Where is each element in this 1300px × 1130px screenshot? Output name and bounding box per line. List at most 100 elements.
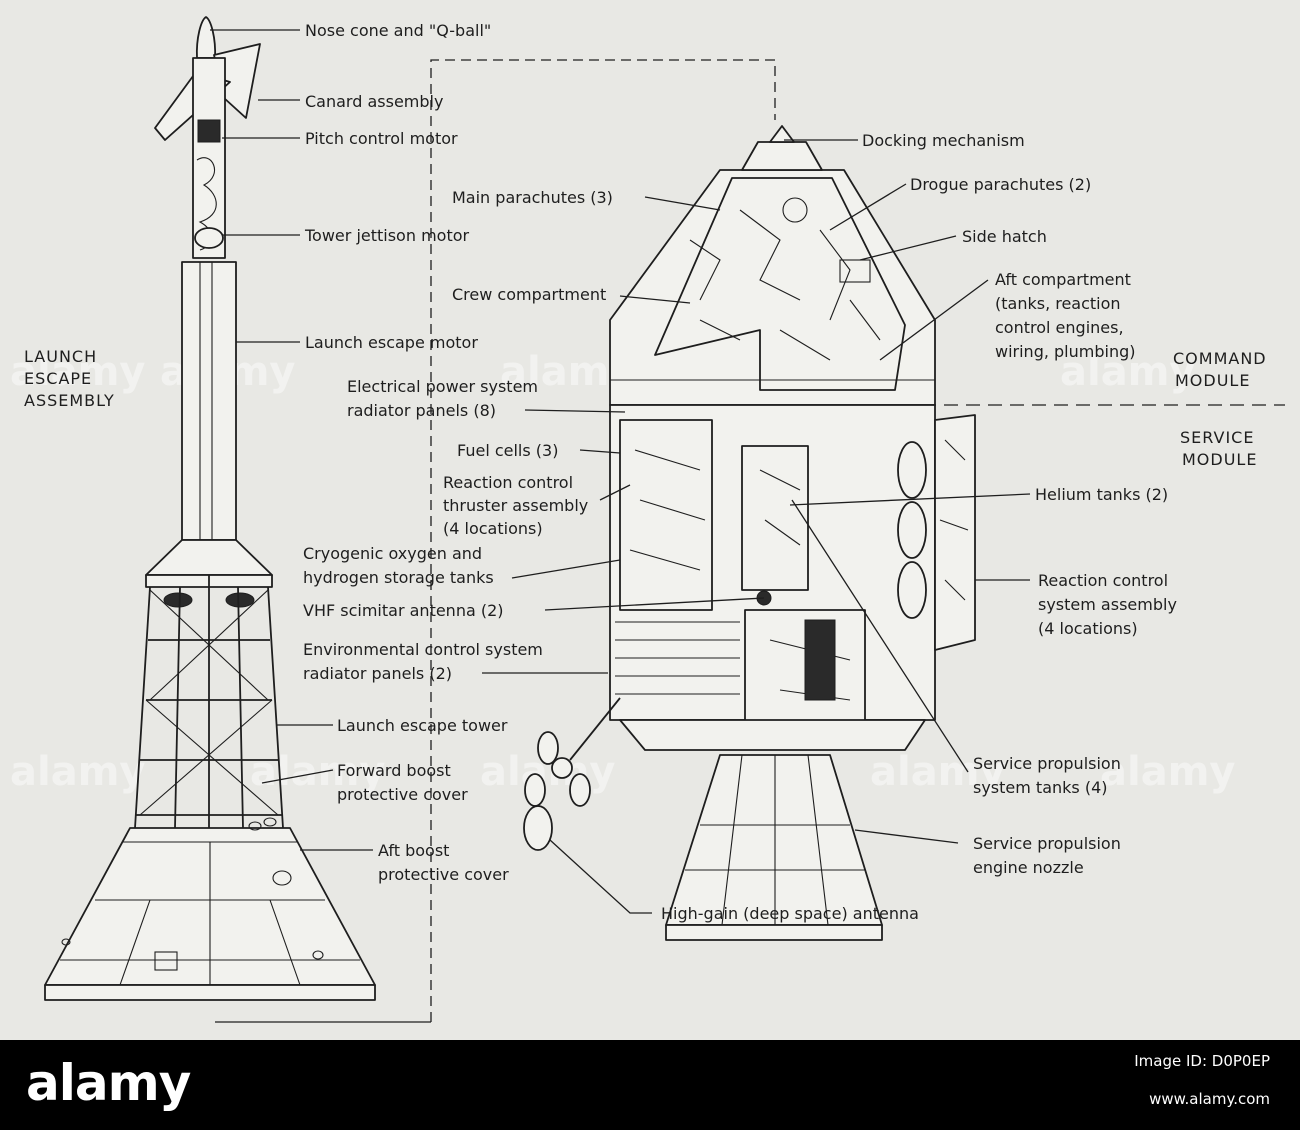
- label-escape-motor: Launch escape motor: [305, 333, 478, 352]
- cover-port: [61, 938, 71, 946]
- apollo-spacecraft-diagram: alamy alamy alamy alamy alamy alamy alam…: [10, 16, 1285, 1023]
- brand-logo[interactable]: alamy: [26, 1054, 191, 1112]
- label-aft-compartment-2: (tanks, reaction: [995, 294, 1121, 313]
- leader-lines: [210, 29, 1031, 914]
- watermark: alamy: [1060, 349, 1195, 395]
- watermark: alamy: [10, 349, 145, 395]
- label-ecs-2: radiator panels (2): [303, 664, 452, 683]
- label-sps-tanks-1: Service propulsion: [973, 754, 1121, 773]
- label-rcs-thruster-2: thruster assembly: [443, 496, 588, 515]
- label-sps-nozzle-2: engine nozzle: [973, 858, 1084, 877]
- label-fuel-cells: Fuel cells (3): [457, 441, 558, 460]
- label-escape-tower: Launch escape tower: [337, 716, 508, 735]
- nozzle-right: [225, 592, 255, 608]
- label-aft-cover-1: Aft boost: [378, 841, 449, 860]
- image-id-text: Image ID: D0P0EP: [1134, 1052, 1270, 1070]
- label-rcs-thruster-1: Reaction control: [443, 473, 573, 492]
- sps-engine-nozzle: [665, 754, 883, 926]
- label-aft-compartment-3: control engines,: [995, 318, 1124, 337]
- stock-footer-bar: alamy Image ID: D0P0EP www.alamy.com: [0, 1040, 1300, 1130]
- label-cryo-1: Cryogenic oxygen and: [303, 544, 482, 563]
- callout-labels: Nose cone and "Q-ball" Canard assembly P…: [303, 21, 1177, 923]
- crew-compartment-cutaway: [654, 177, 906, 391]
- cover-port: [312, 950, 324, 960]
- rcs-tank: [897, 501, 927, 559]
- docking-ring: [741, 141, 823, 171]
- leader-cryo: [511, 559, 621, 579]
- leader-vhf: [544, 597, 765, 611]
- leader-helium: [789, 493, 1031, 506]
- diagram-panel: alamy alamy alamy alamy alamy alamy alam…: [0, 0, 1300, 1040]
- leader-main-chutes: [644, 196, 721, 211]
- leader-rcs-thruster: [599, 484, 631, 501]
- section-sm-line-1: SERVICE: [1180, 428, 1254, 447]
- leader-eps: [524, 409, 626, 413]
- ecs-radiator-lines: [615, 621, 740, 695]
- label-eps-1: Electrical power system: [347, 377, 538, 396]
- label-main-chutes: Main parachutes (3): [452, 188, 613, 207]
- cover-port: [272, 870, 292, 886]
- antenna-dish: [569, 773, 591, 807]
- watermark: alamy: [1100, 749, 1235, 795]
- section-cm-line-1: COMMAND: [1173, 349, 1267, 368]
- antenna-dish: [523, 805, 553, 851]
- rcs-detail: [939, 439, 969, 601]
- leader-aft-compartment: [879, 279, 989, 361]
- watermark: alamy: [250, 749, 385, 795]
- section-headings: LAUNCH ESCAPE ASSEMBLY COMMAND MODULE SE…: [24, 347, 1267, 469]
- rcs-tank: [897, 561, 927, 619]
- cover-hatch: [154, 951, 178, 971]
- leader-drogue-chutes: [829, 183, 907, 231]
- sm-interior-detail: [629, 449, 851, 701]
- site-url-link[interactable]: www.alamy.com: [1149, 1090, 1270, 1108]
- jettison-motor: [194, 227, 224, 249]
- tube-flare: [145, 539, 273, 576]
- rcs-tank: [897, 441, 927, 499]
- antenna-boom: [569, 697, 621, 761]
- leader-sps-nozzle: [854, 829, 959, 844]
- pitch-motor-body: [197, 119, 221, 143]
- section-cm-line-2: MODULE: [1175, 371, 1250, 390]
- antenna-hub: [551, 757, 573, 779]
- label-eps-2: radiator panels (8): [347, 401, 496, 420]
- rcs-system-panel: [934, 414, 976, 651]
- escape-motor-tube: [181, 261, 237, 541]
- nozzle-rim: [665, 924, 883, 941]
- label-aft-compartment-1: Aft compartment: [995, 270, 1131, 289]
- cover-port: [263, 817, 277, 827]
- section-sm-line-2: MODULE: [1182, 450, 1257, 469]
- label-helium: Helium tanks (2): [1035, 485, 1168, 504]
- side-hatch-window: [782, 197, 808, 223]
- label-side-hatch: Side hatch: [962, 227, 1047, 246]
- sm-cutaway-left: [619, 419, 713, 611]
- label-rcs-system-3: (4 locations): [1038, 619, 1138, 638]
- watermark: alamy: [10, 749, 145, 795]
- sm-cutaway-center: [741, 445, 809, 591]
- section-les-line-3: ASSEMBLY: [24, 391, 115, 410]
- section-les-line-1: LAUNCH: [24, 347, 97, 366]
- crew-interior-detail: [689, 209, 881, 361]
- label-high-gain: High-gain (deep space) antenna: [661, 904, 919, 923]
- docking-probe: [769, 125, 795, 143]
- leader-high-gain: [549, 839, 652, 914]
- label-canard: Canard assembly: [305, 92, 443, 111]
- service-module: [523, 404, 976, 941]
- label-docking: Docking mechanism: [862, 131, 1025, 150]
- label-cryo-2: hydrogen storage tanks: [303, 568, 494, 587]
- label-pitch-motor: Pitch control motor: [305, 129, 458, 148]
- section-les-line-2: ESCAPE: [24, 369, 92, 388]
- sps-tank: [804, 619, 836, 701]
- label-vhf: VHF scimitar antenna (2): [303, 601, 504, 620]
- watermark: alamy: [870, 749, 1005, 795]
- dashed-connectors: [215, 59, 1285, 1023]
- leader-forward-cover: [261, 769, 334, 784]
- nozzle-left: [163, 592, 193, 608]
- label-ecs-1: Environmental control system: [303, 640, 543, 659]
- antenna-dish: [524, 773, 546, 807]
- label-sps-nozzle-1: Service propulsion: [973, 834, 1121, 853]
- label-forward-cover-1: Forward boost: [337, 761, 451, 780]
- label-sps-tanks-2: system tanks (4): [973, 778, 1108, 797]
- leader-sps-tanks: [791, 499, 969, 773]
- side-hatch-panel: [839, 259, 871, 283]
